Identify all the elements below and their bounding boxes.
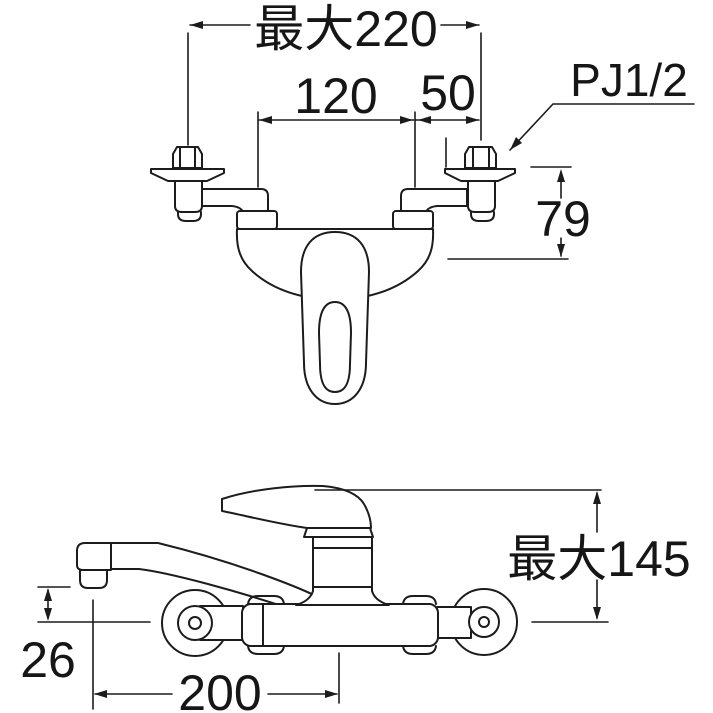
left-flange-center-hole <box>188 616 202 630</box>
dim-max220: 最大220 <box>187 1 482 146</box>
dim-50-label: 50 <box>420 65 476 121</box>
right-flange-hub <box>468 606 500 638</box>
right-leg-pipe <box>467 180 496 213</box>
dim-max220-label: 最大220 <box>254 1 437 57</box>
lever-handle-recess <box>318 301 352 393</box>
right-flange-center-hole <box>478 616 490 628</box>
right-crank-arm <box>400 188 468 213</box>
left-leg-pipe <box>174 180 203 213</box>
left-bottom-lug <box>247 645 285 655</box>
dim-max145-label: 最大145 <box>507 531 690 587</box>
left-crank-arm <box>201 188 269 213</box>
right-hex-nut <box>464 146 497 169</box>
lever-handle-side <box>221 484 372 529</box>
dim-max145: 最大145 <box>314 489 691 623</box>
dim-200-label: 200 <box>178 665 261 713</box>
right-flange-hub-pipe <box>436 606 472 639</box>
left-top-lug <box>247 595 285 605</box>
right-wall-leg <box>400 146 516 222</box>
left-leg-foot <box>177 211 202 222</box>
right-inlet-nut <box>392 210 434 230</box>
left-wall-flange <box>150 168 225 182</box>
spout-outlet <box>79 569 108 589</box>
front-view: 最大220 120 50 79 PJ1/2 <box>150 1 695 405</box>
dim-120-50: 120 50 <box>257 65 480 188</box>
dim-79-label: 79 <box>535 191 591 247</box>
lever-handle-front <box>300 231 370 405</box>
dim-26: 26 <box>20 586 151 688</box>
spout-head <box>76 542 112 571</box>
dim-26-label: 26 <box>20 632 76 688</box>
left-hex-nut <box>172 146 203 169</box>
thread-label: PJ1/2 <box>570 54 688 106</box>
right-leg-foot <box>470 211 495 222</box>
left-inlet-nut <box>236 210 278 230</box>
body-pipe <box>241 603 439 647</box>
left-wall-leg <box>150 146 269 222</box>
side-view: 最大145 26 200 <box>20 484 691 713</box>
dim-79: 79 <box>447 166 591 260</box>
right-top-lug <box>402 595 437 605</box>
right-bottom-lug <box>402 645 437 655</box>
right-wall-flange <box>444 168 516 182</box>
left-flange-hub <box>177 605 213 641</box>
left-hex-nut-facets <box>179 147 196 169</box>
dim-120-label: 120 <box>294 68 377 124</box>
thread-callout: PJ1/2 <box>509 54 695 151</box>
right-hex-nut-facets <box>472 147 490 169</box>
cartridge-column-rings <box>312 547 373 588</box>
lever-cap <box>303 527 374 538</box>
dim-200: 200 <box>92 599 340 713</box>
